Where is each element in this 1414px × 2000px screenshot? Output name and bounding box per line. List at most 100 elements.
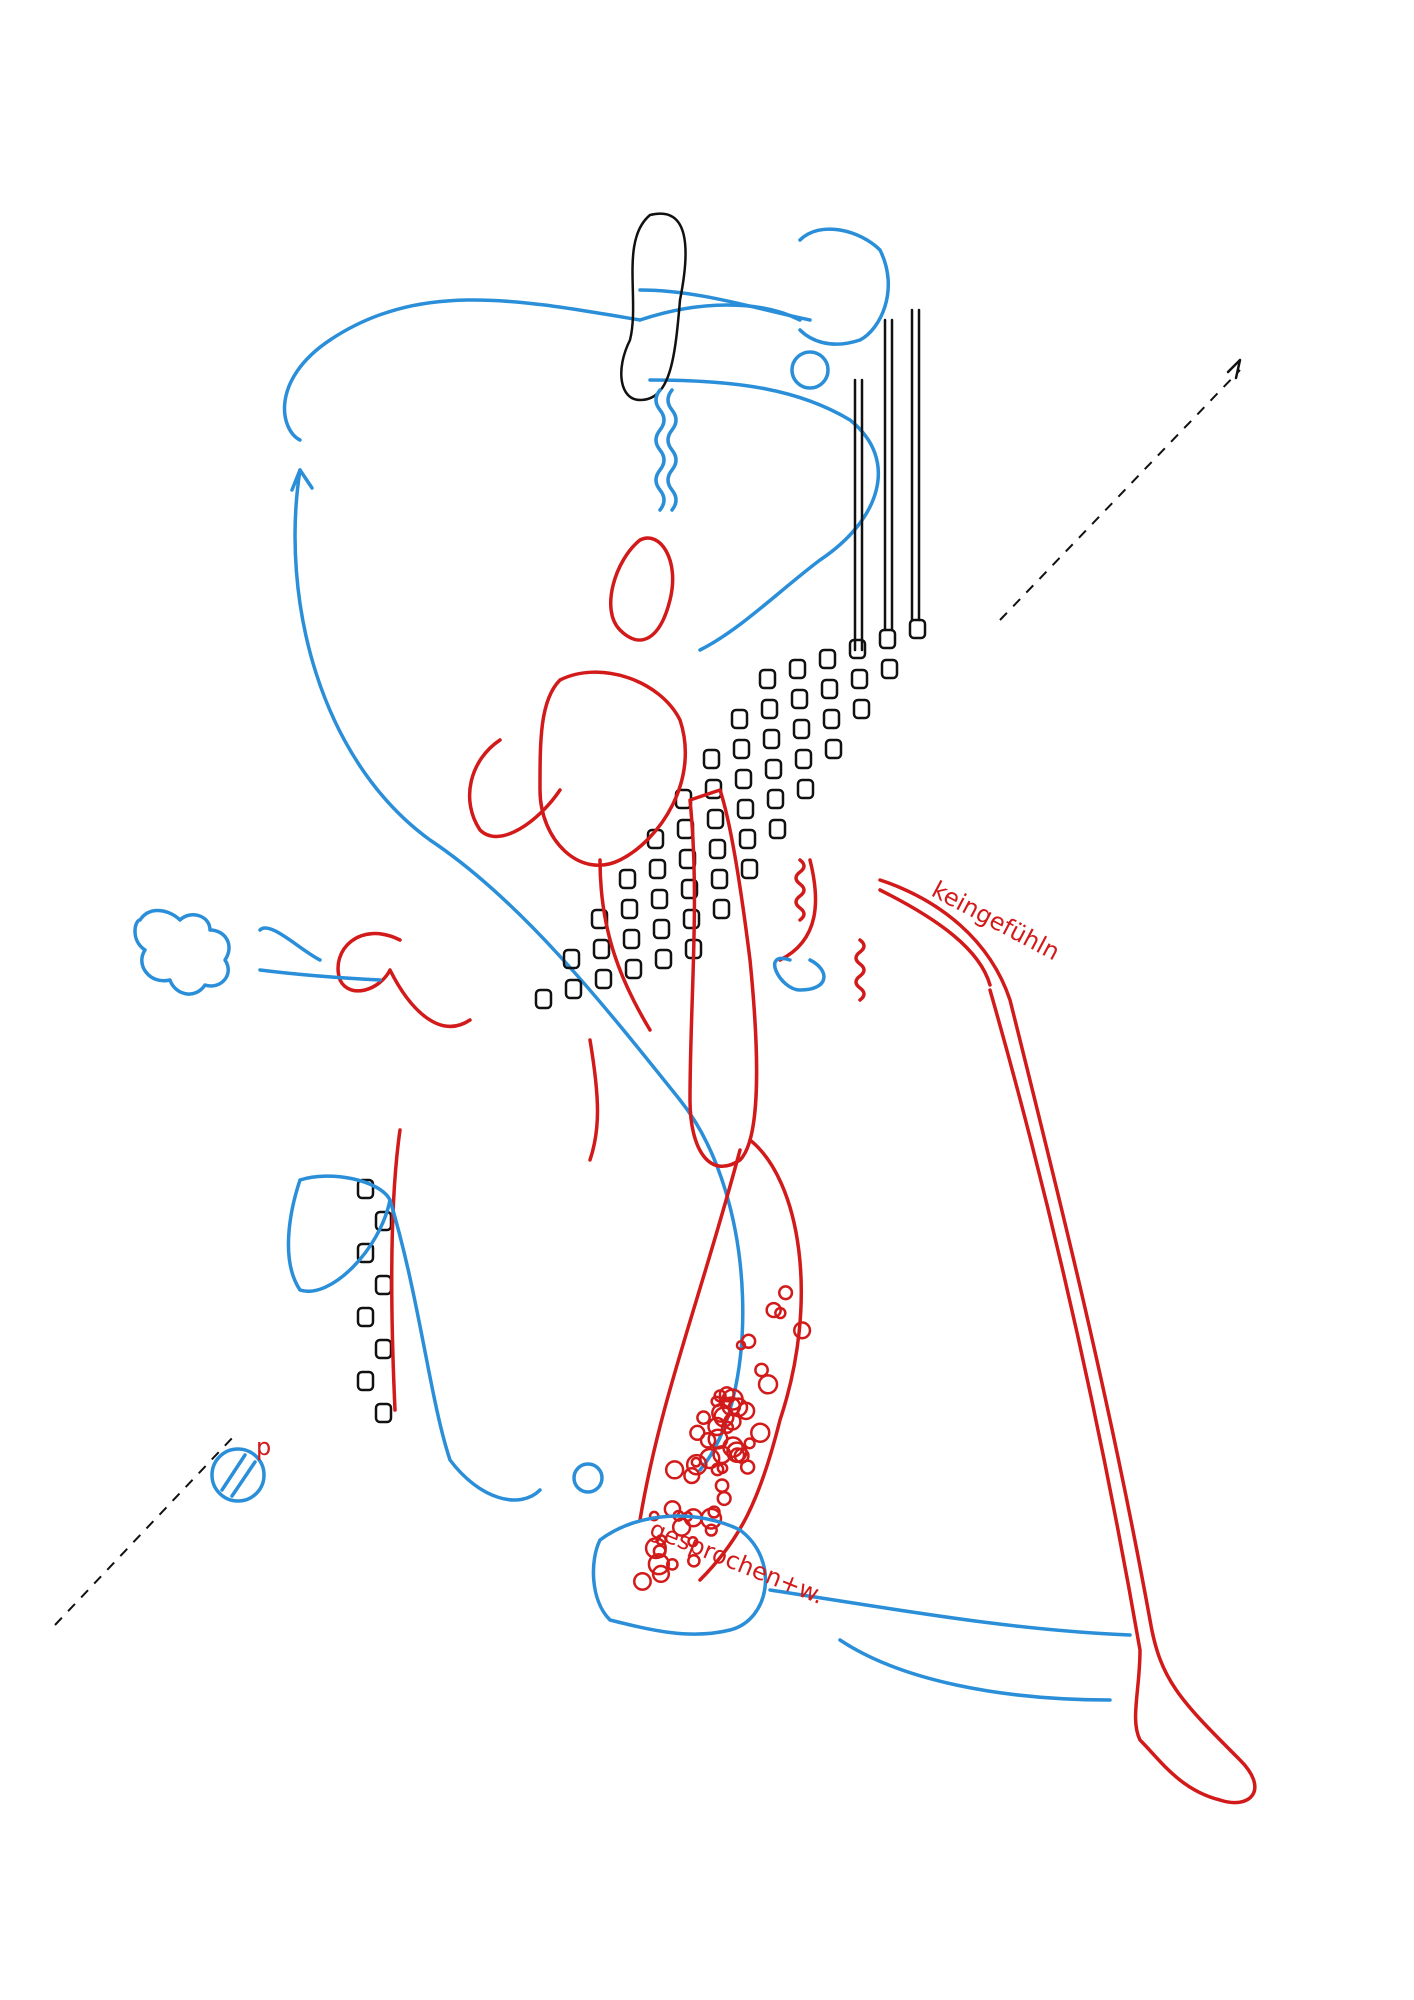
bubble [687,1553,701,1568]
tile [356,1370,375,1392]
bubble [687,1536,699,1548]
red-leg: keingefühln [794,858,1257,1805]
tile [654,948,673,970]
tile [564,978,583,1000]
bubble [699,1447,721,1470]
bubble [671,1517,692,1537]
tile [374,1402,393,1424]
tile [710,868,729,890]
tile [760,698,779,720]
red-bubbles [633,1285,812,1591]
arrow-head [1226,358,1242,380]
striped-circle [210,1447,266,1503]
bubble [647,1552,671,1576]
bubble [704,1523,718,1537]
dashed-line-bottom-left [54,1434,236,1626]
tile [796,778,815,800]
bubble [774,1306,787,1320]
tile [878,628,897,650]
tile [820,678,839,700]
tile [848,638,867,660]
bubble [652,1544,667,1559]
bubble [750,1422,771,1444]
tile [852,698,871,720]
tile [788,658,807,680]
bubble [778,1285,794,1301]
tile [618,868,637,890]
tile [758,668,777,690]
tile [766,788,785,810]
bubble [685,1453,708,1476]
bubble [696,1410,711,1426]
tile [794,748,813,770]
tile [762,728,781,750]
tile [562,948,581,970]
bubble [651,1564,671,1584]
bubble [793,1321,812,1340]
tile [374,1338,393,1360]
tile [768,818,787,840]
tile [620,898,639,920]
tile [592,938,611,960]
bubble [690,1456,702,1468]
bubble [716,1462,729,1475]
bubble [757,1374,779,1395]
bubble [689,1424,706,1442]
tile [622,928,641,950]
tile [734,768,753,790]
tile [738,828,757,850]
tile [374,1274,393,1296]
blue-loop [282,227,890,1472]
bubble [728,1397,749,1418]
tile [712,898,731,920]
tile [732,738,751,760]
label-kein-gefuehl: keingefühln [927,876,1064,967]
bubble [743,1437,756,1450]
tile [594,968,613,990]
black-handle [620,212,921,652]
bubble [754,1362,769,1378]
tile [730,708,749,730]
blue-lower-shapes [133,908,1132,1702]
tile [792,718,811,740]
bubble [739,1459,756,1475]
tile [356,1178,375,1200]
bubble [765,1301,782,1319]
tile [648,858,667,880]
bubble [740,1333,757,1350]
tile [764,758,783,780]
black-tile-grid [356,618,927,1424]
bubble [718,1386,736,1403]
tile [534,988,553,1010]
tile [740,858,759,880]
tile [736,798,755,820]
tile [908,618,927,640]
tile [880,658,899,680]
red-figure [336,536,818,1582]
tile [818,648,837,670]
tile [706,808,725,830]
tile [682,908,701,930]
bubble [699,1432,717,1449]
bubble [633,1572,652,1591]
bubble [664,1460,685,1480]
bubble [726,1441,748,1463]
bubble [718,1396,732,1409]
tile [652,918,671,940]
bubble [716,1490,732,1507]
bubble [683,1467,701,1485]
tile [356,1306,375,1328]
dashed-line-top-right [999,369,1241,621]
tile [790,688,809,710]
tile [356,1242,375,1264]
tile [850,668,869,690]
tile [708,838,727,860]
tile [822,708,841,730]
tile [702,748,721,770]
bubble [714,1478,730,1494]
tile [650,888,669,910]
tile [680,878,699,900]
tile [624,958,643,980]
label-p: p [256,1433,271,1461]
